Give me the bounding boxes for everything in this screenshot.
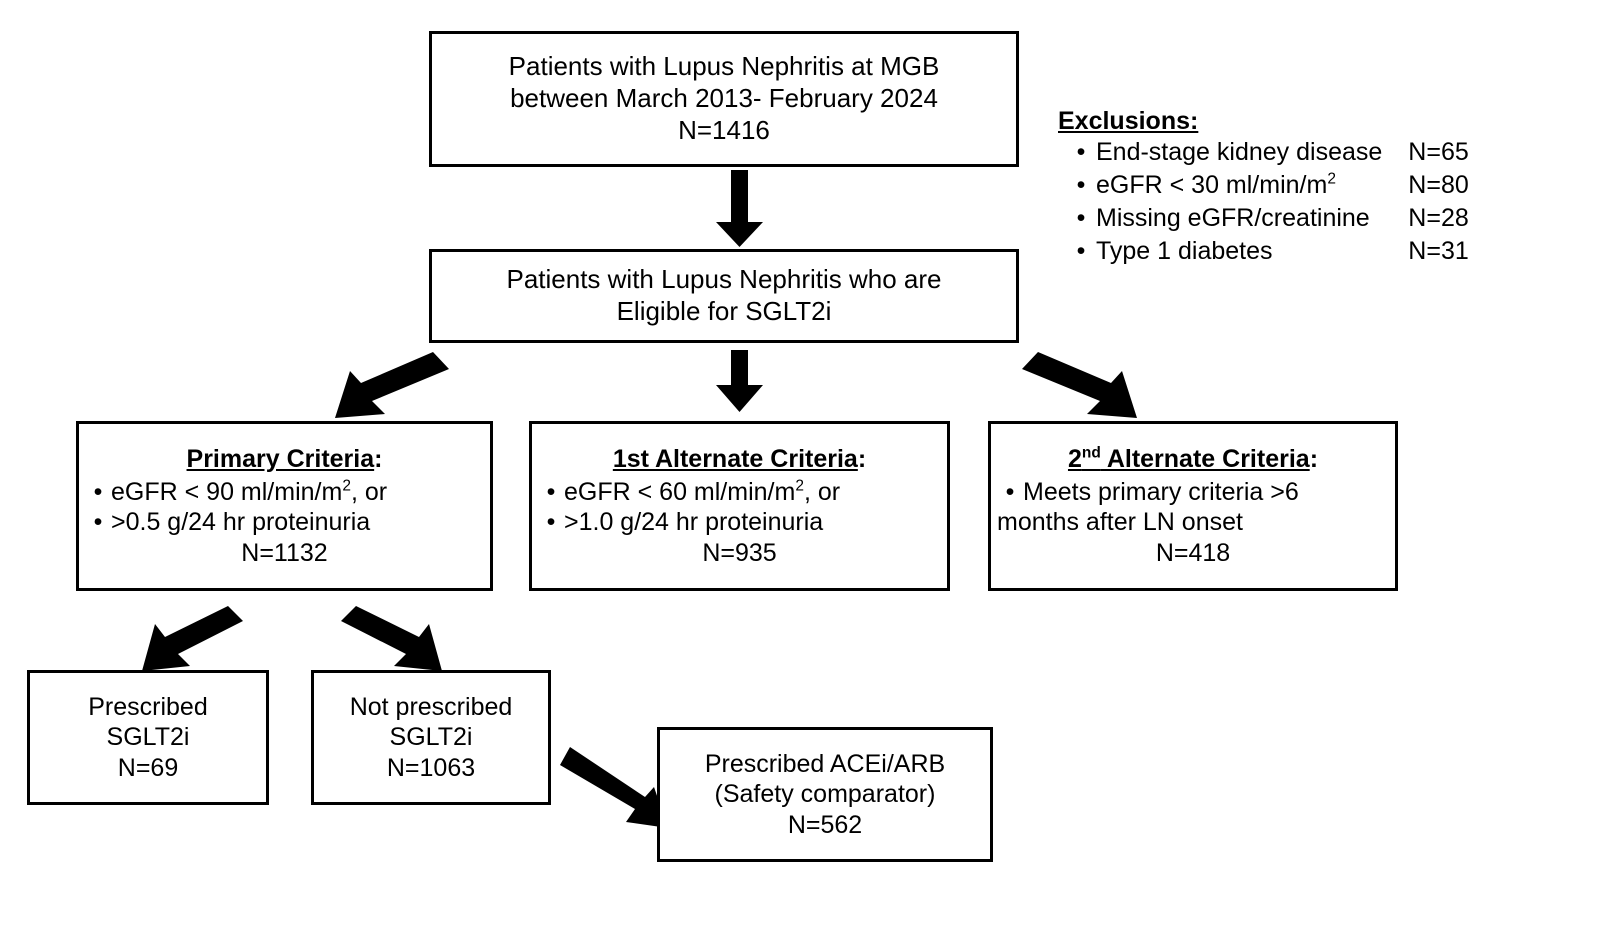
- arrow-cohort-to-eligible: [716, 170, 763, 247]
- primary-criteria-count: N=1132: [241, 538, 328, 567]
- exclusion-label-superscript: 2: [1327, 170, 1336, 188]
- exclusion-label: End-stage kidney disease: [1096, 138, 1383, 166]
- arrow-eligible-to-alt2: [1022, 352, 1137, 418]
- exclusion-count: N=31: [1408, 237, 1469, 265]
- not-prescribed-line2: SGLT2i: [389, 723, 473, 752]
- arrow-eligible-to-alt1: [716, 350, 763, 412]
- alt2-criteria-header: 2nd Alternate Criteria:: [997, 444, 1389, 475]
- bullet-icon: •: [546, 477, 556, 506]
- bullet-icon: •: [546, 508, 556, 536]
- node-prescribed-acei-arb: Prescribed ACEi/ARB (Safety comparator) …: [657, 727, 993, 862]
- cohort-count: N=1416: [678, 114, 770, 145]
- prescribed-line2: SGLT2i: [106, 723, 190, 752]
- exclusions-item: • Type 1 diabetes N=31: [1058, 237, 1469, 270]
- alt2-criteria-header-ordinal: nd: [1081, 444, 1101, 462]
- exclusions-list: • End-stage kidney disease N=65 • eGFR <…: [1058, 138, 1469, 270]
- alt2-criteria-header-text: Alternate Criteria: [1100, 445, 1310, 473]
- alt1-criteria-bullet-2: • >1.0 g/24 hr proteinuria: [538, 507, 941, 538]
- arrow-not-prescribed-to-acei: [560, 747, 668, 828]
- alt1-criteria-header: 1st Alternate Criteria:: [538, 444, 941, 475]
- not-prescribed-count: N=1063: [386, 753, 476, 782]
- node-alt1-criteria: 1st Alternate Criteria: • eGFR < 60 ml/m…: [529, 421, 950, 591]
- bullet-icon: •: [1076, 237, 1086, 265]
- primary-criteria-header: Primary Criteria:: [85, 444, 484, 475]
- alt2-bullet1-line1: Meets primary criteria >6: [1023, 477, 1299, 506]
- exclusion-label: Missing eGFR/creatinine: [1096, 204, 1370, 232]
- eligible-line2: Eligible for SGLT2i: [616, 296, 832, 326]
- arrow-primary-to-not-prescribed: [341, 606, 442, 671]
- exclusion-label: Type 1 diabetes: [1096, 237, 1273, 265]
- node-primary-criteria: Primary Criteria: • eGFR < 90 ml/min/m2,…: [76, 421, 493, 591]
- exclusion-label: eGFR < 30 ml/min/m: [1096, 171, 1328, 199]
- not-prescribed-line1: Not prescribed: [349, 692, 513, 721]
- alt2-criteria-bullet-1: • Meets primary criteria >6 months after…: [997, 477, 1389, 538]
- exclusions-item: • Missing eGFR/creatinine N=28: [1058, 204, 1469, 237]
- bullet-icon: •: [1076, 204, 1086, 232]
- primary-bullet1-suffix: , or: [350, 477, 388, 506]
- exclusion-count: N=80: [1408, 171, 1469, 199]
- prescribed-count: N=69: [117, 753, 179, 782]
- primary-criteria-bullet-2: • >0.5 g/24 hr proteinuria: [85, 507, 484, 538]
- node-not-prescribed-sglt2i: Not prescribed SGLT2i N=1063: [311, 670, 551, 805]
- eligible-line1: Patients with Lupus Nephritis who are: [506, 264, 942, 295]
- primary-criteria-header-colon: :: [374, 445, 383, 473]
- prescribed-line1: Prescribed: [88, 692, 208, 721]
- alt1-bullet1-superscript: 2: [795, 477, 804, 495]
- acei-count: N=562: [787, 810, 863, 839]
- exclusions-item: • End-stage kidney disease N=65: [1058, 138, 1469, 171]
- alt1-criteria-count: N=935: [702, 538, 777, 567]
- alt1-criteria-header-text: 1st Alternate Criteria: [612, 445, 858, 473]
- acei-line1: Prescribed ACEi/ARB: [704, 749, 946, 778]
- alt1-criteria-bullet-1: • eGFR < 60 ml/min/m2, or: [538, 477, 941, 508]
- bullet-icon: •: [1076, 138, 1086, 166]
- primary-bullet1-superscript: 2: [342, 477, 351, 495]
- bullet-icon: •: [1076, 171, 1086, 199]
- primary-bullet2-text: >0.5 g/24 hr proteinuria: [111, 508, 371, 536]
- alt2-criteria-header-colon: :: [1309, 445, 1319, 473]
- cohort-line2: between March 2013- February 2024: [510, 83, 938, 114]
- bullet-icon: •: [93, 508, 103, 536]
- primary-criteria-bullet-1: • eGFR < 90 ml/min/m2, or: [85, 477, 484, 508]
- primary-bullet1-text: eGFR < 90 ml/min/m: [111, 477, 343, 506]
- alt1-bullet1-text: eGFR < 60 ml/min/m: [564, 477, 796, 506]
- exclusions-item: • eGFR < 30 ml/min/m2 N=80: [1058, 171, 1469, 204]
- node-alt2-criteria: 2nd Alternate Criteria: • Meets primary …: [988, 421, 1398, 591]
- exclusions-title: Exclusions:: [1058, 107, 1199, 135]
- exclusion-count: N=28: [1408, 204, 1469, 232]
- primary-criteria-header-text: Primary Criteria: [186, 445, 375, 473]
- cohort-line1: Patients with Lupus Nephritis at MGB: [508, 51, 940, 82]
- exclusion-count: N=65: [1408, 138, 1469, 166]
- alt2-criteria-header-num: 2: [1067, 445, 1082, 473]
- exclusions-panel: Exclusions: • End-stage kidney disease N…: [1058, 107, 1469, 270]
- node-prescribed-sglt2i: Prescribed SGLT2i N=69: [27, 670, 269, 805]
- node-cohort: Patients with Lupus Nephritis at MGB bet…: [429, 31, 1019, 167]
- arrow-primary-to-prescribed: [142, 606, 243, 671]
- acei-line2: (Safety comparator): [714, 780, 936, 809]
- alt2-criteria-count: N=418: [1155, 538, 1231, 567]
- alt1-bullet1-suffix: , or: [803, 477, 841, 506]
- node-eligible: Patients with Lupus Nephritis who are El…: [429, 249, 1019, 343]
- bullet-icon: •: [1005, 477, 1015, 506]
- bullet-icon: •: [93, 477, 103, 506]
- alt1-criteria-header-colon: :: [857, 445, 867, 473]
- alt1-bullet2-text: >1.0 g/24 hr proteinuria: [564, 508, 824, 536]
- arrow-eligible-to-primary: [335, 352, 449, 418]
- alt2-bullet1-line2: months after LN onset: [997, 508, 1243, 536]
